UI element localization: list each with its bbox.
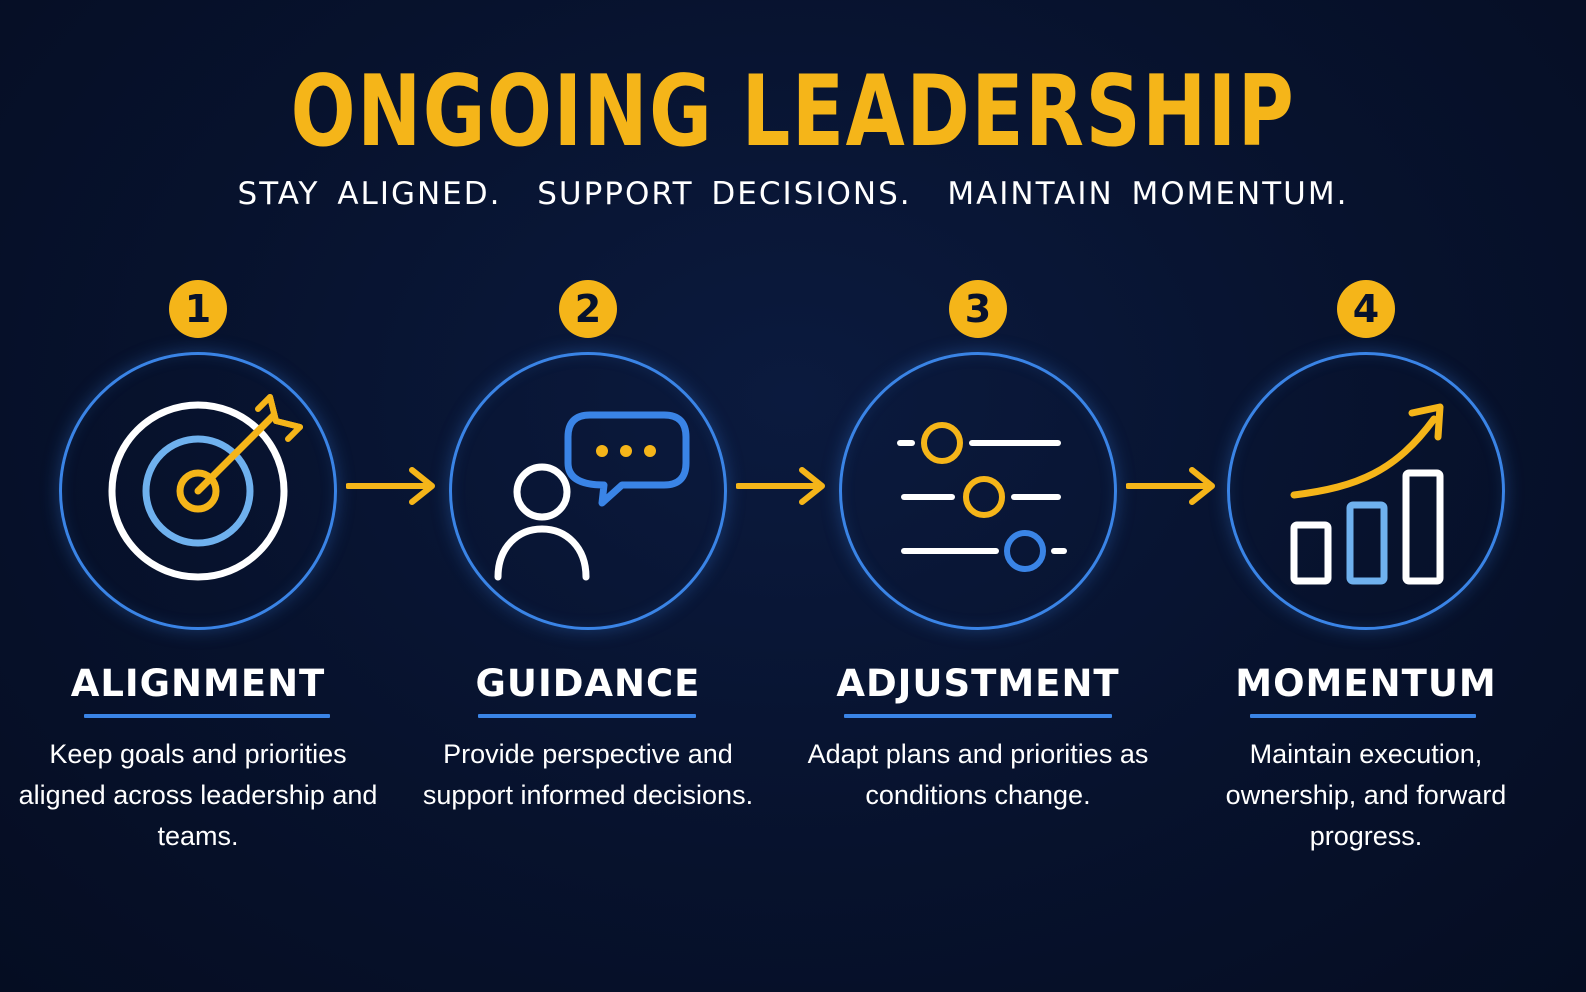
step-title-underline [844, 714, 1112, 718]
step-number-badge: 1 [169, 280, 227, 338]
step-icon-ring [1227, 352, 1505, 630]
step-title-underline [478, 714, 696, 718]
step-number-badge: 4 [1337, 280, 1395, 338]
growth-chart-icon [1290, 403, 1444, 585]
step-description: Keep goals and priorities aligned across… [18, 739, 378, 851]
step-title: ALIGNMENT [70, 662, 326, 705]
arrow-right-icon [346, 467, 435, 505]
arrow-right-icon [736, 467, 825, 505]
step-title-underline [84, 714, 330, 718]
page-title: ONGOING LEADERSHIP [290, 55, 1296, 169]
step-description: Provide perspective and support informed… [422, 739, 754, 810]
person-chat-icon [494, 411, 690, 581]
sliders-icon [897, 422, 1067, 572]
step-title-underline [1250, 714, 1476, 718]
step-icon-ring [839, 352, 1117, 630]
step-number-badge: 3 [949, 280, 1007, 338]
step-icon-ring [59, 352, 337, 630]
step-description: Maintain execution, ownership, and forwa… [1225, 739, 1507, 851]
step-title: MOMENTUM [1235, 662, 1497, 705]
arrow-right-icon [1126, 467, 1215, 505]
step-description: Adapt plans and priorities as conditions… [807, 739, 1149, 810]
page-subtitle: STAY ALIGNED. SUPPORT DECISIONS. MAINTAI… [237, 176, 1349, 212]
step-number-badge: 2 [559, 280, 617, 338]
step-icon-ring [449, 352, 727, 630]
target-icon [108, 394, 303, 581]
step-title: GUIDANCE [475, 662, 701, 705]
step-title: ADJUSTMENT [836, 662, 1120, 705]
